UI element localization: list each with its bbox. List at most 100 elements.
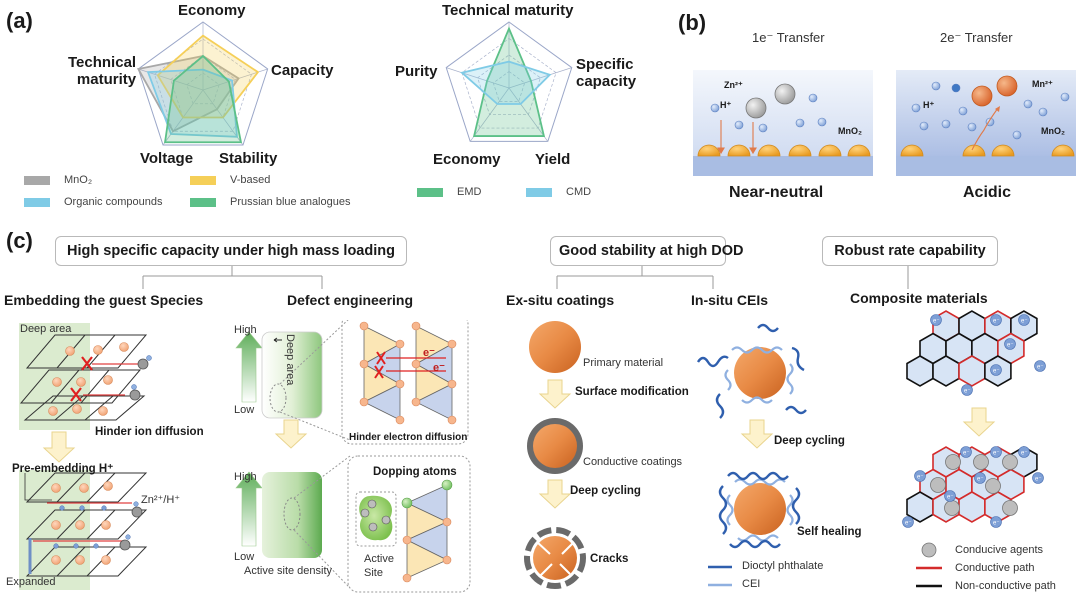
svg-text:e⁻: e⁻ — [1021, 319, 1028, 325]
electron-marker: e⁻ — [990, 516, 1002, 528]
label-deep-area-vertical: Deep area — [284, 334, 296, 386]
label-deep-cycling-insitu: Deep cycling — [774, 435, 845, 447]
axis-label-capacity: Capacity — [271, 62, 334, 79]
host-atoms-top — [48, 342, 129, 416]
embedding-illustration — [19, 323, 152, 590]
legend-item-mno2: MnO₂ — [24, 174, 92, 186]
label-hinder-ion-diffusion: Hinder ion diffusion — [95, 426, 204, 438]
electron-marker: e⁻ — [914, 470, 926, 482]
particle-before — [734, 347, 786, 399]
radar-grid-ring — [137, 21, 269, 146]
legend-conductive-path: Conductive path — [955, 562, 1035, 574]
conducive-agent — [973, 454, 989, 470]
mn-ions — [971, 75, 1018, 107]
pre-embed-pointer — [24, 473, 52, 501]
axis-label-economy-2: Economy — [433, 151, 501, 168]
legend-conducive-agents: Conducive agents — [955, 544, 1044, 556]
dioctyl-phthalate-after — [718, 471, 801, 549]
svg-text:e⁻: e⁻ — [1035, 477, 1042, 483]
label-deep-cycling-exsitu: Deep cycling — [570, 485, 641, 497]
axis-label-voltage: Voltage — [140, 150, 194, 167]
deep-area-pointer — [273, 337, 282, 343]
electron-arrows — [386, 357, 446, 372]
radar-grid-ring — [445, 21, 573, 142]
pre-embedded-h — [53, 505, 107, 549]
label-high-bottom: High — [234, 471, 257, 483]
svg-text:e⁻: e⁻ — [963, 451, 970, 457]
guest-ions-bottom — [119, 501, 143, 551]
svg-text:e⁻: e⁻ — [1021, 451, 1028, 457]
legend-item-cmd: CMD — [526, 186, 591, 198]
electron-marker: e⁻ — [1034, 360, 1046, 372]
blocked-diffusion-arrows — [83, 363, 138, 396]
radar-series-cmd — [460, 60, 552, 105]
legend-label: EMD — [457, 186, 482, 198]
axis-label-purity: Purity — [395, 63, 438, 80]
condition-acidic: Acidic — [963, 184, 1012, 201]
h-ions — [911, 81, 1070, 140]
label-high-top: High — [234, 324, 257, 336]
axis-label-line: capacity — [576, 73, 637, 90]
down-arrow — [962, 407, 996, 437]
panel-a-label: (a) — [6, 8, 33, 33]
svg-text:e⁻: e⁻ — [993, 319, 1000, 325]
label-active-site-density: Active site density — [244, 565, 333, 577]
label-conductive-coatings: Conductive coatings — [583, 456, 683, 468]
legend-item-emd: EMD — [417, 186, 481, 198]
gradient-arrow-top — [235, 331, 263, 403]
lattice-atoms-top — [359, 321, 457, 425]
electron-marker: e⁻ — [930, 314, 942, 326]
label-surface-modification: Surface modification — [575, 386, 689, 398]
transfer-label-2e: 2e⁻ Transfer — [940, 30, 1013, 45]
legend-conducive-agent-glyph — [921, 542, 937, 558]
composite-illustration: e⁻e⁻e⁻e⁻e⁻e⁻e⁻e⁻e⁻e⁻e⁻e⁻e⁻e⁻e⁻e⁻ — [902, 310, 1046, 588]
defect-engineering-illustration — [235, 320, 471, 593]
cei-before — [724, 346, 794, 404]
ion-label-zn: Zn²⁺ — [724, 80, 743, 90]
axis-label-stability: Stability — [219, 150, 278, 167]
legend-cei: CEI — [742, 578, 761, 590]
legend-item-organic: Organic compounds — [24, 196, 162, 208]
label-low-top: Low — [234, 404, 255, 416]
cracked-shell — [524, 527, 586, 589]
label-deep-area: Deep area — [20, 323, 72, 335]
axis-label-yield: Yield — [535, 151, 571, 168]
label-electron-2: e⁻ — [433, 362, 445, 374]
zoom-lines-bottom — [293, 455, 351, 589]
axis-label-technical-maturity: Technical maturity — [68, 54, 136, 88]
substrate — [896, 156, 1076, 176]
radar-chart-emd-cmd — [445, 21, 573, 142]
panel-c-label: (c) — [6, 228, 33, 253]
legend-item-v-based: V-based — [190, 174, 270, 186]
svg-text:e⁻: e⁻ — [977, 477, 984, 483]
active-site-blob — [359, 495, 393, 541]
svg-text:e⁻: e⁻ — [1037, 365, 1044, 371]
radar-axis-yield — [508, 87, 549, 142]
electron-marker: e⁻ — [990, 314, 1002, 326]
axis-label-line: maturity — [76, 71, 137, 88]
axis-label-specific-capacity: Specific capacity — [576, 56, 636, 90]
radar-chart-materials — [136, 21, 269, 146]
h-ions — [710, 93, 827, 133]
conducive-agent — [930, 477, 946, 493]
svg-text:e⁻: e⁻ — [917, 475, 924, 481]
electrode-label-mno2-left: MnO₂ — [838, 126, 862, 136]
svg-text:e⁻: e⁻ — [993, 451, 1000, 457]
label-active-site: Active Site — [364, 552, 394, 580]
radar-grid-ring — [461, 38, 557, 129]
electron-marker: e⁻ — [1018, 446, 1030, 458]
radar-grid-ring — [492, 71, 526, 102]
electrode-label-mno2-right: MnO₂ — [1041, 126, 1065, 136]
transfer-label-1e: 1e⁻ Transfer — [752, 30, 825, 45]
svg-text:e⁻: e⁻ — [993, 521, 1000, 527]
svg-text:e⁻: e⁻ — [1007, 343, 1014, 349]
label-hinder-electron-diffusion: Hinder electron diffusion — [349, 432, 468, 443]
svg-text:e⁻: e⁻ — [947, 495, 954, 501]
diffusion-arrows — [33, 502, 132, 542]
radar-axis-specific-capacity — [508, 67, 572, 89]
conducive-agent — [1002, 454, 1018, 470]
radar-series-organic-compounds — [146, 68, 238, 138]
electron-marker: e⁻ — [961, 384, 973, 396]
insertion-arrows — [717, 120, 757, 155]
axis-label-economy: Economy — [178, 2, 246, 19]
